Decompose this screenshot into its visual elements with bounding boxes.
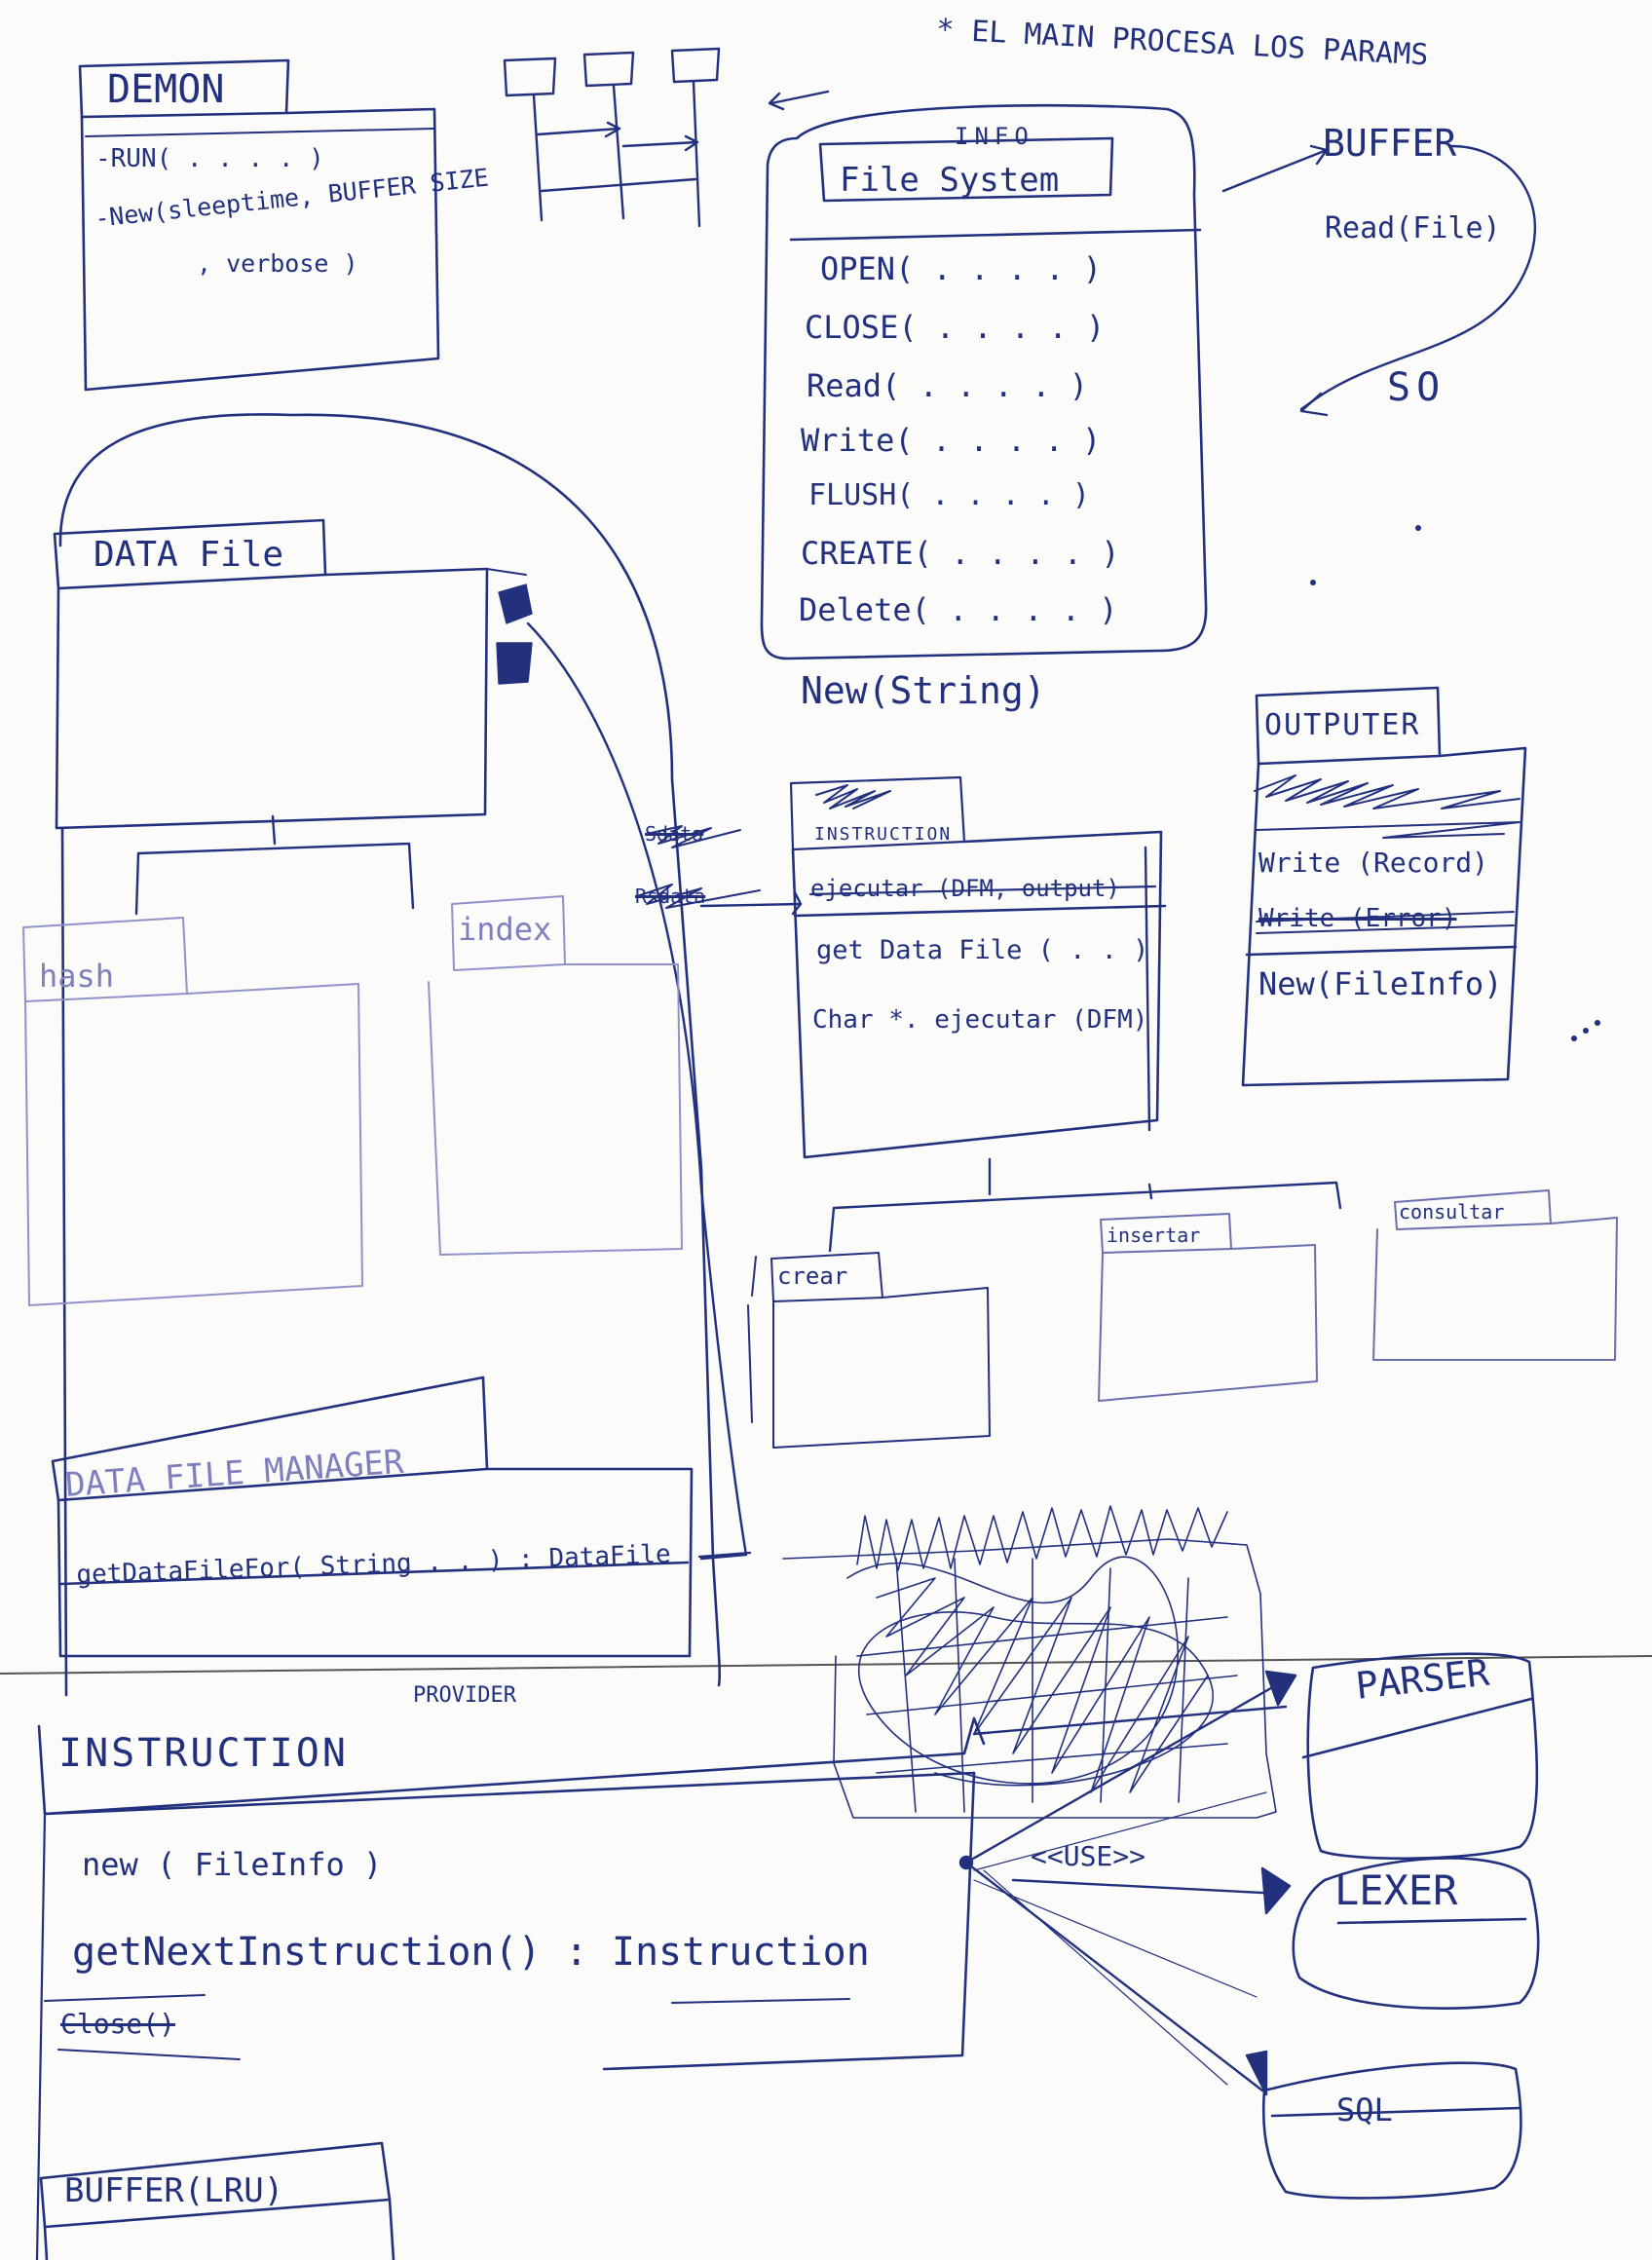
- sql-box-title: SQL: [1336, 2091, 1393, 2128]
- outputer-title: OUTPUTER: [1264, 708, 1421, 742]
- buffer-note-arrows: [1221, 144, 1536, 417]
- daemon-title: DEMON: [107, 67, 225, 112]
- data-file-title: DATA File: [94, 535, 284, 575]
- crear-subclass: [770, 1252, 991, 1449]
- scatter-dots: [1310, 525, 1600, 1041]
- buffer-note-read: Read(File): [1325, 211, 1501, 245]
- buffer-lru-title: BUFFER(LRU): [64, 2171, 284, 2210]
- file-system-header: INFO: [955, 123, 1034, 150]
- use-dependency-arrows: [958, 1670, 1297, 2096]
- instruction-provider-method-new: new ( FileInfo ): [82, 1846, 383, 1883]
- outputer-class: [1241, 686, 1527, 1087]
- outputer-method-write-record: Write (Record): [1258, 847, 1489, 879]
- data-file-manager-class: [51, 1375, 752, 1658]
- instruction-provider-method-close: Close(): [60, 2008, 176, 2040]
- index-subclass-title: index: [458, 911, 552, 948]
- daemon-class: [78, 58, 440, 392]
- insertar-subclass-title: insertar: [1107, 1224, 1201, 1247]
- instruction-struck-rsdata: Rsdata: [635, 885, 706, 908]
- file-system-method-delete: Delete( . . . . ): [799, 591, 1118, 628]
- parser-box: [1301, 1652, 1539, 1861]
- file-system-method-create: CREATE( . . . . ): [801, 535, 1120, 572]
- file-system-class: [760, 103, 1208, 660]
- file-system-method-close: CLOSE( . . . . ): [805, 309, 1106, 346]
- instruction-provider-provider-label: PROVIDER: [413, 1683, 516, 1708]
- crear-subclass-title: crear: [777, 1262, 848, 1290]
- lexer-box: [1292, 1857, 1540, 2010]
- hash-subclass-title: hash: [39, 958, 115, 995]
- file-system-method-read: Read( . . . . ): [807, 367, 1088, 404]
- sql-box: [1261, 2061, 1522, 2200]
- index-subclass: [428, 895, 683, 1256]
- scribbled-package: [782, 1505, 1277, 1819]
- instruction-struck-sdata: Sdata: [645, 822, 704, 846]
- file-system-method-write: Write( . . . . ): [801, 422, 1102, 459]
- instruction-method-getdatafile: get Data File ( . . ): [816, 935, 1149, 965]
- data-file-class: [53, 413, 748, 1697]
- daemon-method-run: -RUN( . . . . ): [95, 144, 324, 173]
- insertar-subclass: [1098, 1213, 1318, 1402]
- consultar-subclass-title: consultar: [1399, 1200, 1505, 1224]
- sequence-sketch: [503, 47, 721, 228]
- buffer-lru-class: [39, 2141, 395, 2260]
- buffer-note-so: SO: [1387, 365, 1446, 410]
- daemon-method-new-cont: , verbose ): [197, 249, 358, 278]
- instruction-method-char-ejecutar: Char *. ejecutar (DFM): [812, 1005, 1148, 1035]
- instruction-provider-method-getnext: getNextInstruction() : Instruction: [72, 1930, 870, 1975]
- struck-text-scribbles: [636, 774, 1521, 934]
- arrow-to-filesystem: [768, 90, 830, 111]
- instruction-class: [699, 775, 1342, 1253]
- instruction-method-ejecutar: ejecutar (DFM, output): [810, 875, 1120, 902]
- use-dependency-label: <<USE>>: [1031, 1840, 1146, 1872]
- file-system-title: File System: [840, 161, 1060, 200]
- file-system-constructor: New(String): [801, 669, 1046, 712]
- outputer-constructor: New(FileInfo): [1258, 965, 1503, 1002]
- divider-lines: [747, 1256, 757, 1423]
- lexer-box-title: LEXER: [1334, 1866, 1458, 1914]
- file-system-method-flush: FLUSH( . . . . ): [808, 478, 1090, 512]
- consultar-subclass: [1372, 1189, 1618, 1361]
- hash-subclass: [22, 917, 363, 1306]
- outputer-method-write-error: Write (Error): [1258, 904, 1457, 933]
- instruction-class-title: INSTRUCTION: [814, 824, 953, 845]
- instruction-provider-title: INSTRUCTION: [58, 1731, 349, 1776]
- buffer-note-title: BUFFER: [1323, 122, 1457, 165]
- file-system-method-open: OPEN( . . . . ): [820, 250, 1102, 287]
